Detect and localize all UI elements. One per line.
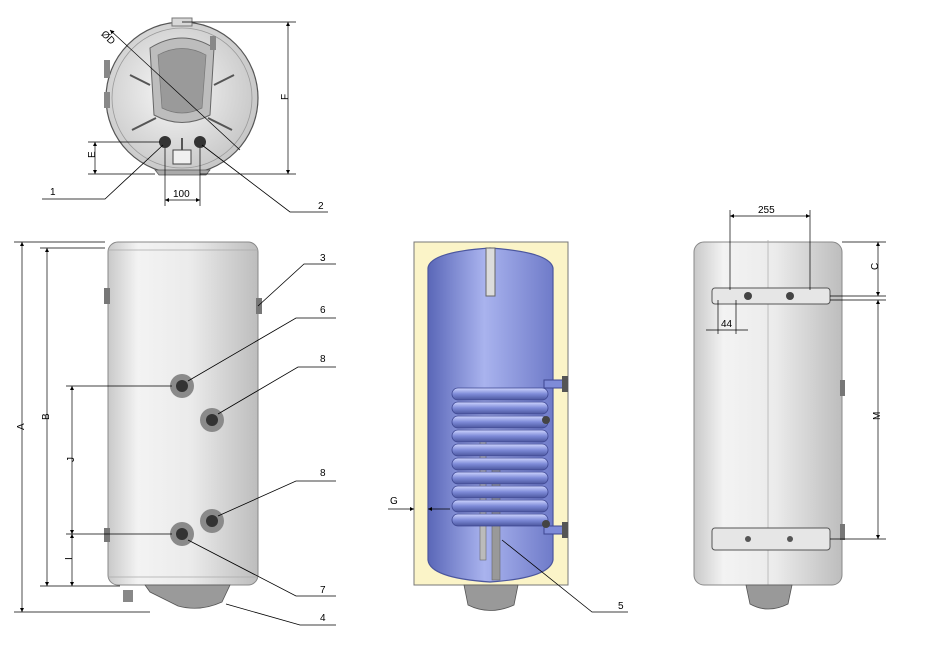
dim-j-label: J — [66, 457, 77, 462]
callout-8-lower: 8 — [320, 468, 326, 479]
mounting-bracket-lower — [711, 527, 831, 551]
callout-4: 4 — [320, 613, 326, 624]
dim-c-label: C — [870, 263, 881, 270]
dim-e-label: E — [87, 151, 98, 158]
dim-255-label: 255 — [758, 205, 775, 216]
back-view: 255 44 C M — [693, 205, 886, 610]
dim-m-label: M — [872, 412, 883, 420]
callout-6: 6 — [320, 305, 326, 316]
top-view: ØD F E 100 1 2 — [42, 17, 328, 213]
dim-44-label: 44 — [721, 319, 733, 330]
dim-f-label: F — [280, 94, 291, 100]
dim-b-label: B — [41, 413, 52, 420]
nozzle-7 — [170, 522, 194, 546]
hot-outlet-pipe — [194, 136, 206, 148]
callout-8-upper: 8 — [320, 354, 326, 365]
front-view: A B J I 3 6 8 8 7 4 — [14, 241, 336, 626]
mounting-bracket-upper — [711, 287, 831, 305]
dim-i-label: I — [64, 557, 75, 560]
inner-vessel — [427, 247, 554, 583]
nozzle-8-upper — [200, 408, 224, 432]
callout-3: 3 — [320, 253, 326, 264]
nozzle-8-lower — [200, 509, 224, 533]
heat-exchanger-coil — [451, 387, 549, 527]
callout-1: 1 — [50, 187, 56, 198]
nozzle-6 — [170, 374, 194, 398]
dim-g-label: G — [390, 496, 398, 507]
callout-2: 2 — [318, 201, 324, 212]
cold-inlet-pipe — [159, 136, 171, 148]
section-view: G 5 — [388, 241, 628, 613]
dim-100-label: 100 — [173, 189, 190, 200]
dim-a-label: A — [16, 423, 27, 430]
callout-5: 5 — [618, 601, 624, 612]
callout-7: 7 — [320, 585, 326, 596]
dim-diameter-label: ØD — [99, 29, 117, 47]
